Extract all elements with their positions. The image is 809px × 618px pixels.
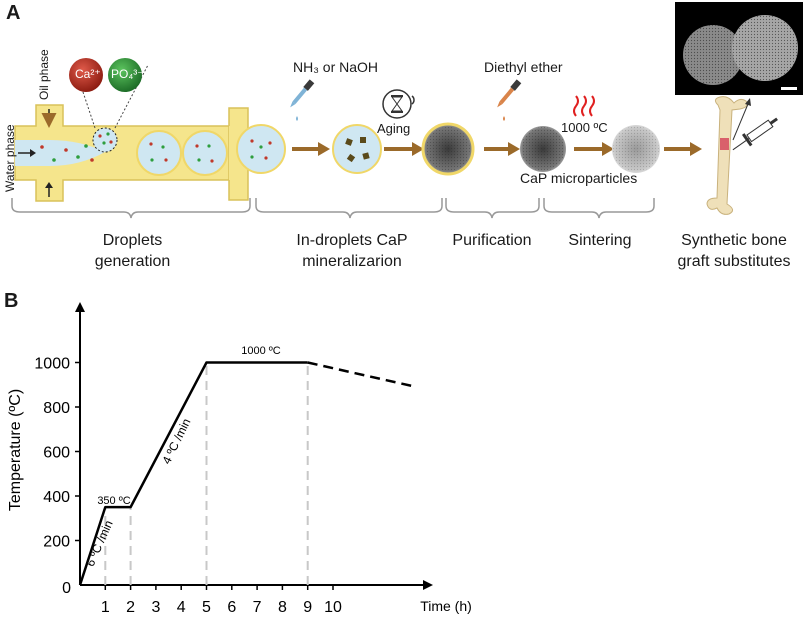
x-tick-label: 2 — [126, 599, 135, 616]
stage-line-1: Sintering — [568, 232, 632, 249]
stage-in-droplets-mineralization: In-droplets CaP mineralizarion — [272, 230, 432, 272]
panel-a-illustration — [11, 2, 803, 219]
x-axis-label: Time (h) — [420, 598, 472, 614]
stage-droplets-generation: Droplets generation — [70, 230, 195, 272]
stage-line-1: Droplets — [102, 232, 163, 249]
x-tick-label: 5 — [202, 599, 211, 616]
oil-phase-label: Oil phase — [37, 49, 51, 100]
x-tick-label: 8 — [278, 599, 287, 616]
syringe-icon — [732, 117, 778, 151]
ramp1-label: 6 ºC /min — [83, 518, 116, 569]
phosphate-ion-ball — [108, 58, 142, 92]
pipette-icon — [290, 79, 315, 108]
x-tick-label: 9 — [303, 599, 312, 616]
panel-b-letter: B — [4, 290, 19, 312]
x-axis-arrowhead — [423, 580, 433, 590]
heating-profile-line — [78, 361, 308, 586]
sem-image — [675, 2, 803, 95]
calcium-ion-ball — [69, 58, 103, 92]
ion-dots — [40, 144, 94, 162]
water-phase-label: Water phase — [3, 124, 17, 192]
base-reagent-label: NH₃ or NaOH — [293, 59, 379, 75]
stage-line-2: generation — [94, 253, 171, 270]
stage-synthetic-bone: Synthetic bone graft substitutes — [660, 230, 808, 272]
microfluidic-chip — [14, 64, 249, 202]
bone-icon — [706, 96, 748, 215]
y-tick-label: 1000 — [34, 356, 70, 373]
phosphate-ion-label: PO₄³⁻ — [111, 67, 144, 81]
stage-line-2: mineralizarion — [302, 253, 402, 270]
plateau-high-label: 1000 ºC — [241, 345, 281, 357]
plateau-low-label: 350 ºC — [97, 495, 130, 507]
x-tick-label: 3 — [151, 599, 160, 616]
diethyl-ether-label: Diethyl ether — [484, 59, 563, 75]
stage-line-1: Synthetic bone — [681, 232, 787, 249]
x-tick-label: 10 — [324, 599, 342, 616]
heat-waves-icon — [573, 95, 595, 117]
stage-line-2: graft substitutes — [677, 253, 791, 270]
y-axis-label: Temperature (ºC) — [7, 389, 24, 511]
x-tick-label: 4 — [177, 599, 186, 616]
aging-label: Aging — [377, 121, 411, 136]
stage-line-1: Purification — [452, 232, 532, 249]
stage-sintering: Sintering — [550, 230, 650, 251]
y-tick-label: 200 — [43, 534, 70, 551]
origin-label: 0 — [62, 580, 71, 597]
sintering-temperature-label: 1000 ºC — [561, 120, 608, 135]
cooling-line — [307, 361, 417, 389]
stage-purification: Purification — [442, 230, 542, 251]
x-tick-label: 7 — [253, 599, 262, 616]
y-tick-label: 600 — [43, 445, 70, 462]
y-axis-arrowhead — [75, 302, 85, 312]
calcium-ion-label: Ca²⁺ — [75, 67, 101, 81]
y-tick-label: 400 — [43, 489, 70, 506]
hourglass-icon — [382, 89, 415, 119]
y-tick-label: 800 — [43, 400, 70, 417]
cap-microparticles-label: CaP microparticles — [520, 170, 638, 186]
pipette-icon — [497, 79, 522, 108]
x-tick-label: 6 — [227, 599, 236, 616]
x-tick-label: 1 — [101, 599, 110, 616]
panel-a-letter: A — [6, 2, 21, 24]
stage-line-1: In-droplets CaP — [296, 232, 408, 249]
